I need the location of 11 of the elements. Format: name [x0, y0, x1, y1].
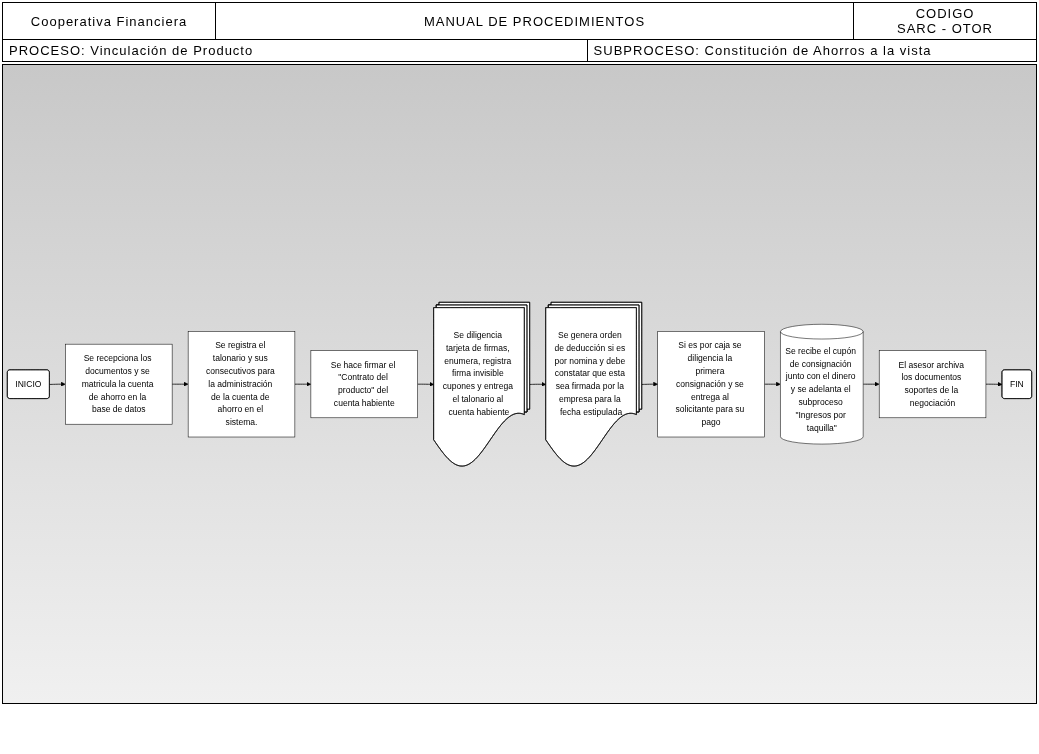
node-box: Si es por caja se diligencia la primera consignación y se entrega al solicitante para su pago: [657, 330, 765, 438]
node-box: El asesor archiva los documentos soportes de la negociación: [878, 350, 987, 418]
process-label: PROCESO: Vinculación de Producto: [9, 43, 254, 58]
code-value: SARC - OTOR: [897, 21, 993, 36]
node-box: Se hace firmar el "Contrato del producto" del cuenta habiente: [310, 350, 418, 418]
subprocess-label: SUBPROCESO: Constitución de Ahorros a la vista: [593, 43, 932, 58]
organization-label: Cooperativa Financiera: [30, 13, 188, 29]
title: MANUAL DE PROCEDIMIENTOS: [423, 13, 646, 29]
code-label: CODIGO: [915, 6, 975, 21]
node-box: Se registra el talonario y sus consecutivos para la administración de la cuenta de ahorro en el sistema.: [187, 330, 296, 438]
node-box: Se recepciona los documentos y se matricula la cuenta de ahorro en la base de datos: [65, 343, 173, 425]
